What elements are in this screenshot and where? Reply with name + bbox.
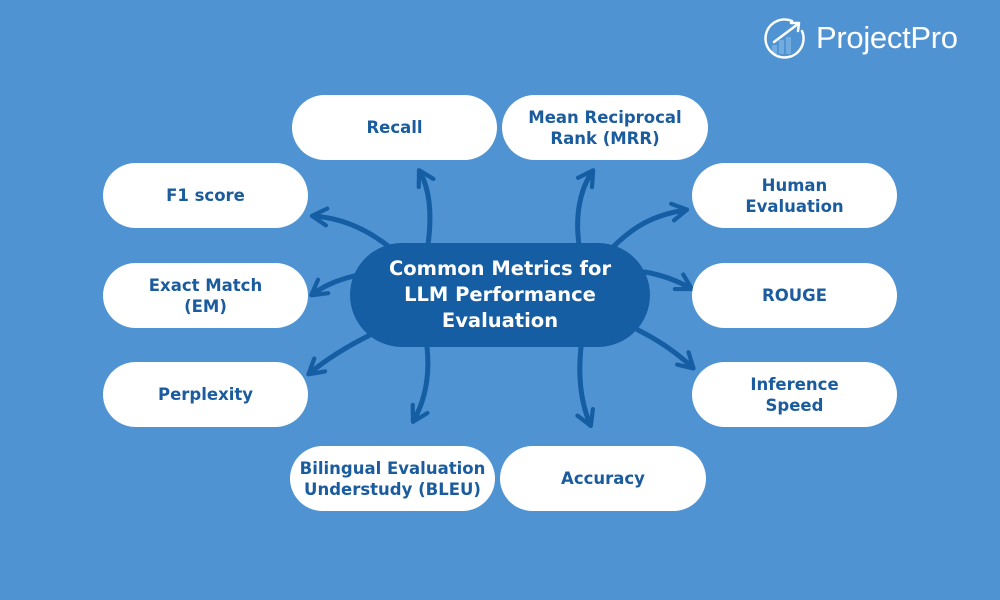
node-inference-speed: Inference Speed [692,362,897,427]
arrow-to-inference-speed [635,327,696,371]
node-rouge: ROUGE [692,263,897,328]
arrow-to-f1 [309,206,391,249]
brand-logo: ProjectPro [762,14,958,62]
node-perplexity: Perplexity [103,362,308,427]
growth-chart-circle-icon [764,18,805,59]
node-recall: Recall [292,95,497,160]
arrow-to-exact-match [309,273,357,298]
node-f1-score: F1 score [103,163,308,228]
node-accuracy: Accuracy [500,446,706,511]
node-bleu: Bilingual Evaluation Understudy (BLEU) [290,446,495,511]
arrow-to-mrr [575,168,596,248]
arrow-to-human-evaluation [610,201,690,250]
arrow-to-perplexity [306,332,373,377]
arrow-to-recall [416,168,436,248]
arrow-to-rouge [642,269,694,292]
arrow-to-bleu [410,344,431,424]
node-exact-match: Exact Match (EM) [103,263,308,328]
node-human-evaluation: Human Evaluation [692,163,897,228]
center-node: Common Metrics for LLM Performance Evalu… [350,243,650,347]
brand-name: ProjectPro [816,20,958,55]
node-mrr: Mean Reciprocal Rank (MRR) [502,95,708,160]
arrow-to-accuracy [575,344,596,429]
